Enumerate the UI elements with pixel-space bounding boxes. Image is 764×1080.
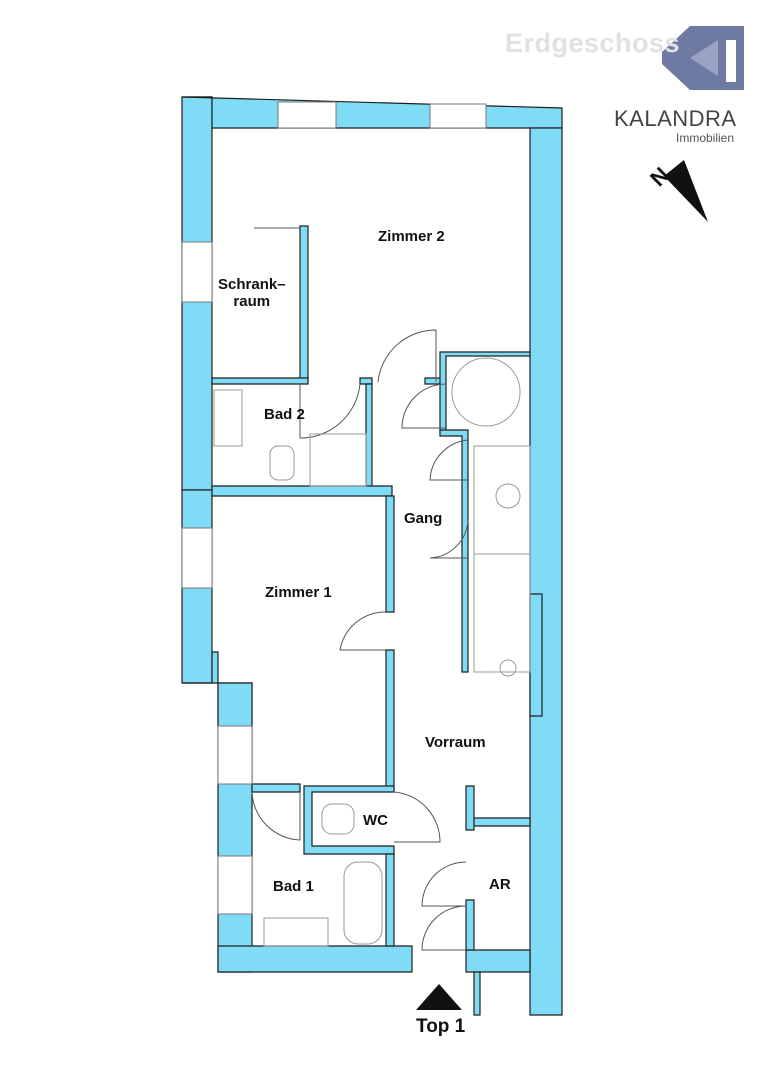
wall-bad2-top-right bbox=[359, 377, 373, 385]
wall-corridor-right bbox=[473, 971, 481, 1016]
wall-bad1-right bbox=[385, 853, 395, 947]
door-ar bbox=[421, 861, 467, 907]
floor-title: Erdgeschoss bbox=[505, 28, 681, 58]
stair-lower-block bbox=[473, 553, 531, 673]
wall-top bbox=[181, 96, 563, 129]
room-label-vorraum: Vorraum bbox=[425, 734, 486, 751]
wall-wc-box bbox=[303, 785, 395, 855]
door-bad1 bbox=[251, 791, 301, 841]
door-zimmer2 bbox=[377, 329, 437, 383]
wall-schrankraum-right bbox=[299, 225, 309, 383]
stair-post bbox=[495, 483, 521, 509]
door-gang-1 bbox=[429, 439, 469, 481]
bad2-vanity bbox=[213, 389, 243, 447]
wall-zimmer1-right-lower bbox=[385, 649, 395, 791]
room-label-bad-1: Bad 1 bbox=[273, 878, 314, 895]
bad1-bath bbox=[343, 861, 383, 945]
room-label-ar: AR bbox=[489, 876, 511, 893]
bad2-shower bbox=[309, 433, 367, 487]
windows bbox=[181, 101, 487, 915]
window-left-4 bbox=[217, 855, 253, 915]
bad2-toilet bbox=[269, 445, 295, 481]
wall-zimmer1-right bbox=[385, 495, 395, 613]
wall-bottom bbox=[217, 945, 413, 973]
door-stair bbox=[401, 383, 447, 429]
walls bbox=[181, 96, 563, 1016]
window-left-2 bbox=[181, 527, 213, 589]
room-label-bad-2: Bad 2 bbox=[264, 406, 305, 423]
door-bad2 bbox=[299, 383, 361, 439]
window-top-1 bbox=[277, 101, 337, 129]
room-label-gang: Gang bbox=[404, 510, 443, 527]
room-label-schrankraum: Schrank– raum bbox=[218, 276, 286, 310]
north-arrow-shape bbox=[664, 160, 708, 222]
north-arrow-icon bbox=[664, 160, 708, 222]
doors bbox=[251, 227, 469, 951]
room-label-zimmer-2: Zimmer 2 bbox=[378, 228, 445, 245]
brand-name: KALANDRA bbox=[614, 106, 737, 131]
wall-right bbox=[529, 127, 563, 1016]
wall-ar-left bbox=[465, 785, 475, 831]
stair-upper-block bbox=[473, 445, 531, 555]
kalandra-logo-icon bbox=[662, 26, 744, 90]
wall-zimmer2-bottom bbox=[211, 377, 309, 385]
logo-bar bbox=[726, 40, 736, 82]
wc-toilet bbox=[321, 803, 355, 835]
wall-bad1-top bbox=[251, 783, 301, 793]
fixtures bbox=[213, 357, 531, 947]
wall-bad2-right bbox=[365, 383, 373, 491]
wall-bad2-bottom bbox=[211, 485, 393, 497]
window-left-3 bbox=[217, 725, 253, 785]
wall-stair-lower bbox=[529, 593, 543, 717]
room-label-zimmer-1: Zimmer 1 bbox=[265, 584, 332, 601]
wall-entry-right bbox=[465, 949, 531, 973]
window-left-1 bbox=[181, 241, 213, 303]
wall-stair-box bbox=[439, 351, 531, 433]
wall-stair-right bbox=[439, 429, 469, 673]
entrance-arrow-icon bbox=[416, 984, 462, 1010]
room-label-schrankraum-line-2: raum bbox=[233, 293, 271, 310]
wall-ar-top bbox=[473, 817, 531, 827]
stair-post-lower bbox=[499, 659, 517, 677]
door-entrance bbox=[421, 905, 467, 951]
bad1-vanity bbox=[263, 917, 329, 947]
door-zimmer1 bbox=[339, 611, 387, 651]
window-top-2 bbox=[429, 103, 487, 129]
door-wc bbox=[393, 791, 441, 843]
spiral-stair bbox=[451, 357, 521, 427]
door-gang-2 bbox=[429, 519, 469, 559]
logo-inner bbox=[690, 40, 718, 76]
entrance-label: Top 1 bbox=[416, 1016, 466, 1037]
wall-ar-divider bbox=[465, 899, 475, 951]
room-label-schrankraum-line-1: Schrank– bbox=[218, 276, 286, 293]
brand-subtitle: Immobilien bbox=[676, 131, 735, 145]
room-label-wc: WC bbox=[363, 812, 388, 829]
